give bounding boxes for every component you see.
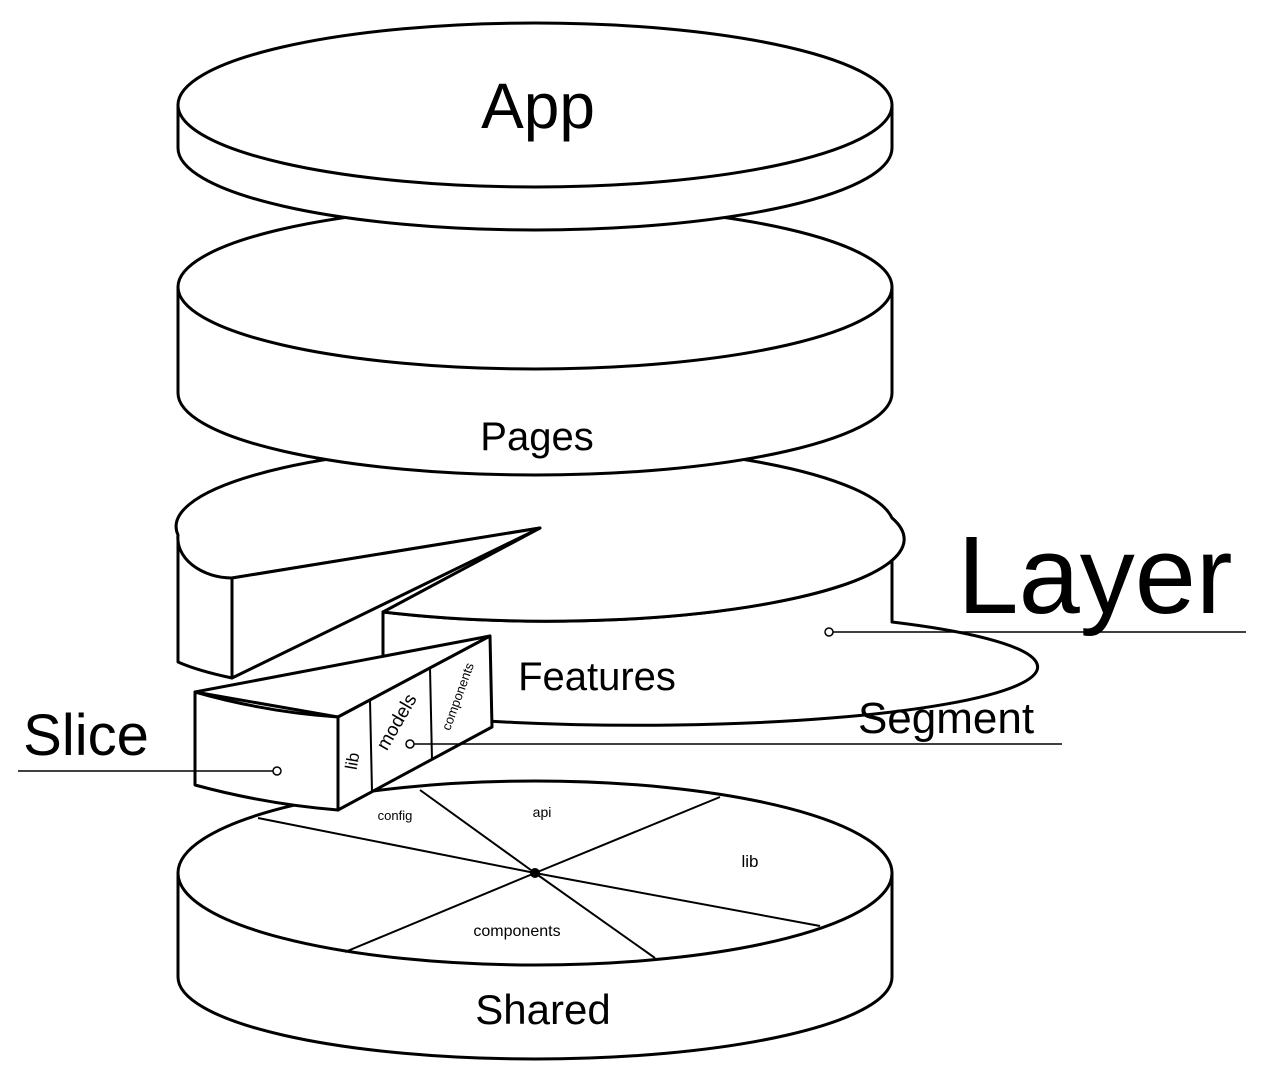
pages-layer-label: Pages: [480, 415, 593, 459]
layer-callout-label: Layer: [957, 514, 1232, 637]
shared-segment-divider: [534, 872, 656, 959]
slice-callout: Slice: [18, 703, 282, 776]
shared-segment-config: config: [378, 808, 413, 823]
segment-callout-label: Segment: [858, 694, 1034, 743]
shared-center-point: [530, 868, 540, 878]
shared-segment-api: api: [533, 804, 552, 820]
slice-segment-lib: lib: [342, 751, 364, 771]
segment-callout: Segment: [405, 694, 1062, 749]
layer-callout-dot: [824, 627, 834, 637]
shared-layer-disc: config api lib components Shared: [176, 779, 894, 1061]
shared-segment-divider: [344, 872, 536, 953]
pages-layer-disc: Pages: [176, 203, 894, 477]
app-layer-disc: App: [176, 21, 894, 232]
layer-callout: Layer: [824, 514, 1246, 637]
segment-callout-dot: [405, 739, 415, 749]
shared-segment-divider: [534, 796, 721, 874]
slice-callout-label: Slice: [23, 703, 149, 768]
app-layer-label: App: [481, 70, 595, 142]
slice-wedge: lib models components: [193, 634, 494, 812]
shared-segment-lib: lib: [741, 852, 758, 871]
features-layer-label: Features: [518, 655, 676, 699]
slice-callout-dot: [272, 766, 282, 776]
shared-segment-components: components: [473, 923, 560, 940]
shared-layer-label: Shared: [475, 986, 610, 1033]
shared-segment-divider: [419, 789, 536, 874]
features-layer-disc: Features: [174, 442, 1040, 727]
shared-segment-divider: [534, 872, 821, 927]
slice-segment-divider: [369, 699, 373, 793]
shared-segment-divider: [257, 817, 536, 874]
